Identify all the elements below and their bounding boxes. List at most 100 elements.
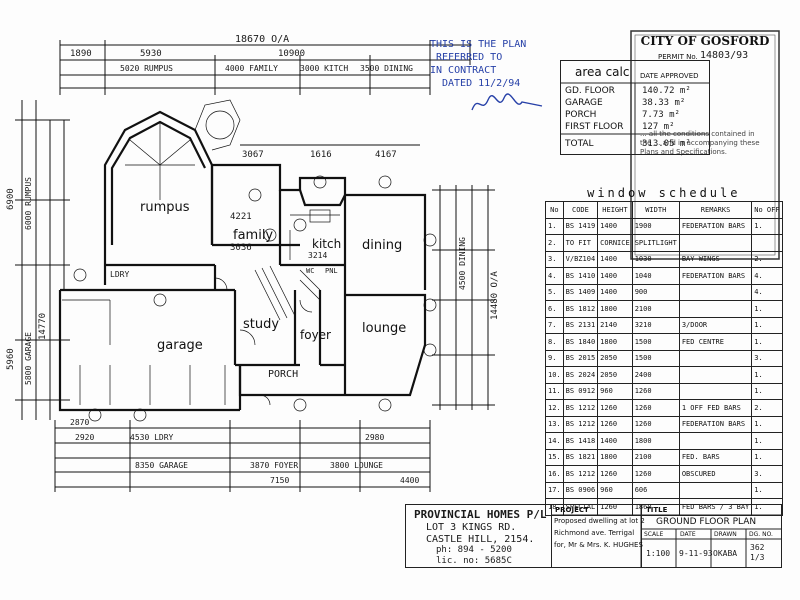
- room-study: study: [243, 317, 280, 332]
- dim-left-4: 5960: [6, 348, 16, 370]
- ws-cell-off: 1.: [751, 333, 783, 351]
- dim-kitch: 3000 KITCH: [300, 64, 349, 73]
- ws-cell-remarks: FEDERATION BARS: [678, 267, 753, 285]
- project-line-1: Proposed dwelling at lot 2: [554, 517, 645, 525]
- dim-row-a: 1890: [70, 49, 92, 59]
- ws-cell-height: 1800: [597, 333, 633, 351]
- area-row-label-3: FIRST FLOOR: [565, 122, 624, 132]
- stamp-permit-label: PERMIT No.: [658, 53, 698, 61]
- area-total-label: TOTAL: [565, 139, 594, 149]
- room-rumpus: rumpus: [140, 200, 190, 215]
- dim-right-2: 4500 DINING: [458, 237, 467, 290]
- ws-cell-code: BS 0912: [562, 382, 599, 400]
- room-garage: garage: [157, 338, 203, 353]
- ws-cell-width: 900: [631, 283, 680, 301]
- stamp-title: CITY OF GOSFORD: [640, 34, 770, 48]
- ws-cell-no: 2.: [545, 234, 564, 252]
- ws-cell-width: 606: [631, 481, 680, 499]
- ws-cell-off: 1.: [751, 415, 783, 433]
- ws-cell-width: 1500: [631, 333, 680, 351]
- dim-top-right: 10900: [278, 49, 306, 59]
- dim-left-1: 6900: [6, 188, 16, 210]
- ws-cell-no: 7.: [545, 316, 564, 334]
- dim-left-3: 14770: [38, 312, 48, 340]
- ws-cell-remarks: [678, 432, 753, 450]
- ws-cell-remarks: FEDERATION BARS: [678, 415, 753, 433]
- title-block-company-cell: [406, 505, 552, 567]
- ws-cell-height: 2140: [597, 316, 633, 334]
- ws-cell-code: BS 1410: [562, 267, 599, 285]
- dim-bottom-9: 2980: [365, 433, 385, 442]
- ws-cell-no: 17.: [545, 481, 564, 499]
- ws-cell-code: BS 1812: [562, 300, 599, 318]
- area-row-label-2: PORCH: [565, 110, 597, 120]
- ws-cell-no: 1.: [545, 217, 564, 235]
- ws-cell-width: 1260: [631, 415, 680, 433]
- dim-bottom-2: 3870 FOYER: [250, 461, 299, 470]
- ws-cell-code: TO FIT: [562, 234, 599, 252]
- dim-bottom-8: 4530 LDRY: [130, 433, 174, 442]
- room-pnl: PNL: [325, 267, 338, 275]
- ws-cell-code: BS 1419: [562, 217, 599, 235]
- ws-cell-width: 2400: [631, 366, 680, 384]
- ws-cell-off: 1.: [751, 217, 783, 235]
- ws-cell-remarks: [678, 283, 753, 301]
- window-schedule-title: window schedule: [587, 186, 741, 200]
- dim-d4: 4221: [230, 212, 252, 222]
- ws-cell-off: 2.: [751, 250, 783, 268]
- project-line-2: Richmond ave. Terrigal: [554, 529, 635, 537]
- area-total-value: 313.05 m²: [642, 139, 691, 149]
- dim-d1: 3067: [242, 150, 264, 160]
- ws-cell-remarks: [678, 481, 753, 499]
- scale-label: SCALE: [644, 531, 664, 538]
- ws-cell-width: 1260: [631, 465, 680, 483]
- ws-cell-height: 2050: [597, 349, 633, 367]
- ws-cell-remarks: [678, 366, 753, 384]
- ws-cell-code: BS 1840: [562, 333, 599, 351]
- date-label: DATE: [680, 531, 696, 538]
- area-row-value-0: 140.72 m²: [642, 86, 691, 96]
- plan-reference-note: THIS IS THE PLAN REFERRED TO IN CONTRACT…: [430, 38, 526, 90]
- ws-cell-code: BS 1821: [562, 448, 599, 466]
- company-phone: ph: 894 - 5200: [436, 545, 512, 555]
- dim-left-2: 6000 RUMPUS: [24, 177, 33, 230]
- ws-cell-off: 1.: [751, 432, 783, 450]
- room-porch: PORCH: [268, 369, 299, 380]
- dim-dining: 3500 DINING: [360, 64, 413, 73]
- ws-cell-no: 11.: [545, 382, 564, 400]
- ws-cell-remarks: FEDERATION BARS: [678, 217, 753, 235]
- ws-cell-code: BS 2015: [562, 349, 599, 367]
- dim-overall-top: 18670 O/A: [235, 34, 290, 45]
- ws-cell-code: BS 1212: [562, 415, 599, 433]
- ws-cell-remarks: [678, 382, 753, 400]
- ws-cell-code: V/BZ104: [562, 250, 599, 268]
- dim-right-1: 14480 O/A: [490, 271, 500, 320]
- ws-header-width: WIDTH: [631, 201, 680, 219]
- dim-d3: 4167: [375, 150, 397, 160]
- ws-cell-remarks: FED. BARS: [678, 448, 753, 466]
- area-row-label-1: GARAGE: [565, 98, 603, 108]
- ws-cell-code: BS 2131: [562, 316, 599, 334]
- ws-cell-width: 1500: [631, 349, 680, 367]
- ws-cell-code: BS 1418: [562, 432, 599, 450]
- room-family-dim: 3036: [230, 243, 252, 253]
- ws-cell-height: 1260: [597, 415, 633, 433]
- ws-cell-no: 8.: [545, 333, 564, 351]
- ws-cell-code: BS 1212: [562, 399, 599, 417]
- room-lounge: lounge: [362, 321, 407, 336]
- ws-cell-code: BS 0906: [562, 481, 599, 499]
- dim-bottom-3: 3800 LOUNGE: [330, 461, 383, 470]
- scale-value: 1:100: [646, 549, 671, 558]
- ws-cell-no: 9.: [545, 349, 564, 367]
- ws-cell-off: [751, 234, 783, 252]
- ws-cell-off: 4.: [751, 283, 783, 301]
- plan-note-line-3: IN CONTRACT: [430, 65, 497, 76]
- room-ldry: LDRY: [110, 270, 130, 279]
